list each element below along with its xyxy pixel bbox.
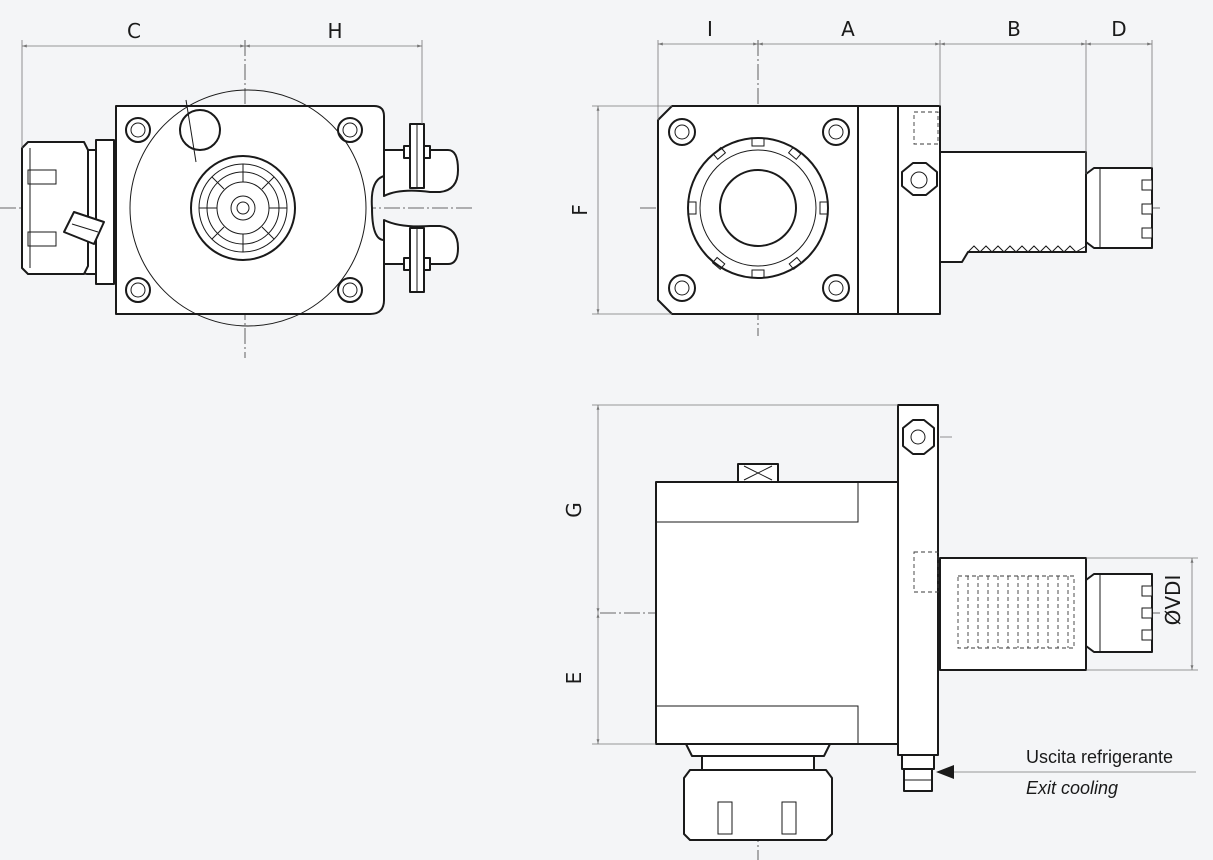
dim-label-b: B (1007, 17, 1021, 41)
front-view: C H (0, 19, 475, 358)
side-view-top: I A B D F (568, 17, 1160, 336)
callout-coolant-it: Uscita refrigerante (1026, 747, 1173, 767)
side-view-bottom: G E ØVDI Uscita refrigerante Exit coolin… (562, 404, 1198, 860)
dim-label-vdi: ØVDI (1161, 575, 1185, 626)
dim-label-g: G (562, 502, 586, 518)
dim-label-a: A (841, 17, 855, 41)
dim-label-h: H (327, 19, 342, 43)
callout-coolant-en: Exit cooling (1026, 778, 1118, 798)
dim-label-e: E (562, 672, 586, 685)
dim-label-d: D (1111, 17, 1126, 41)
dim-label-c: C (127, 19, 141, 43)
dim-label-i: I (707, 17, 713, 41)
front-bolts (125, 117, 363, 303)
dim-label-f: F (568, 204, 592, 216)
